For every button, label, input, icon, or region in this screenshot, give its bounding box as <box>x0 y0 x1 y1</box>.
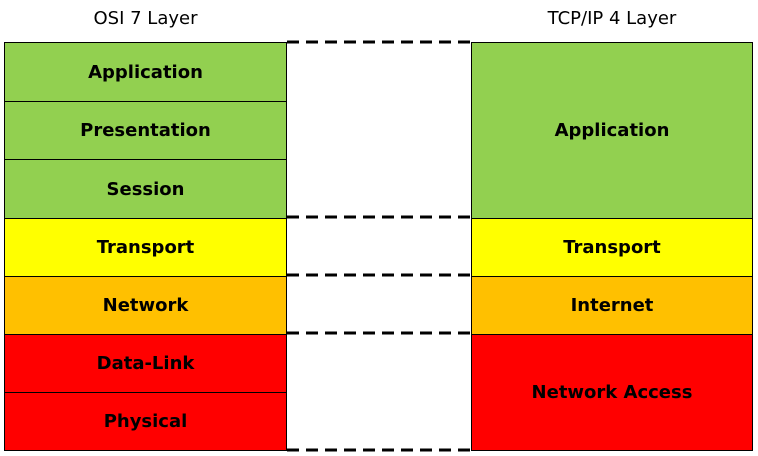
tcpip-column-title: TCP/IP 4 Layer <box>547 8 677 29</box>
osi-layer-application: Application <box>5 43 286 101</box>
osi-column-title: OSI 7 Layer <box>93 8 198 29</box>
tcpip-layer-internet: Internet <box>472 276 752 334</box>
tcpip-layer-stack: Application Transport Internet Network A… <box>471 42 753 451</box>
osi-layer-presentation: Presentation <box>5 101 286 159</box>
osi-layer-physical: Physical <box>5 392 286 450</box>
osi-layer-session: Session <box>5 159 286 218</box>
tcpip-layer-application: Application <box>472 43 752 218</box>
tcpip-layer-transport: Transport <box>472 218 752 276</box>
osi-layer-transport: Transport <box>5 218 286 276</box>
osi-layer-data-link: Data-Link <box>5 334 286 392</box>
osi-layer-stack: Application Presentation Session Transpo… <box>4 42 287 451</box>
tcpip-layer-network-access: Network Access <box>472 334 752 450</box>
osi-layer-network: Network <box>5 276 286 334</box>
